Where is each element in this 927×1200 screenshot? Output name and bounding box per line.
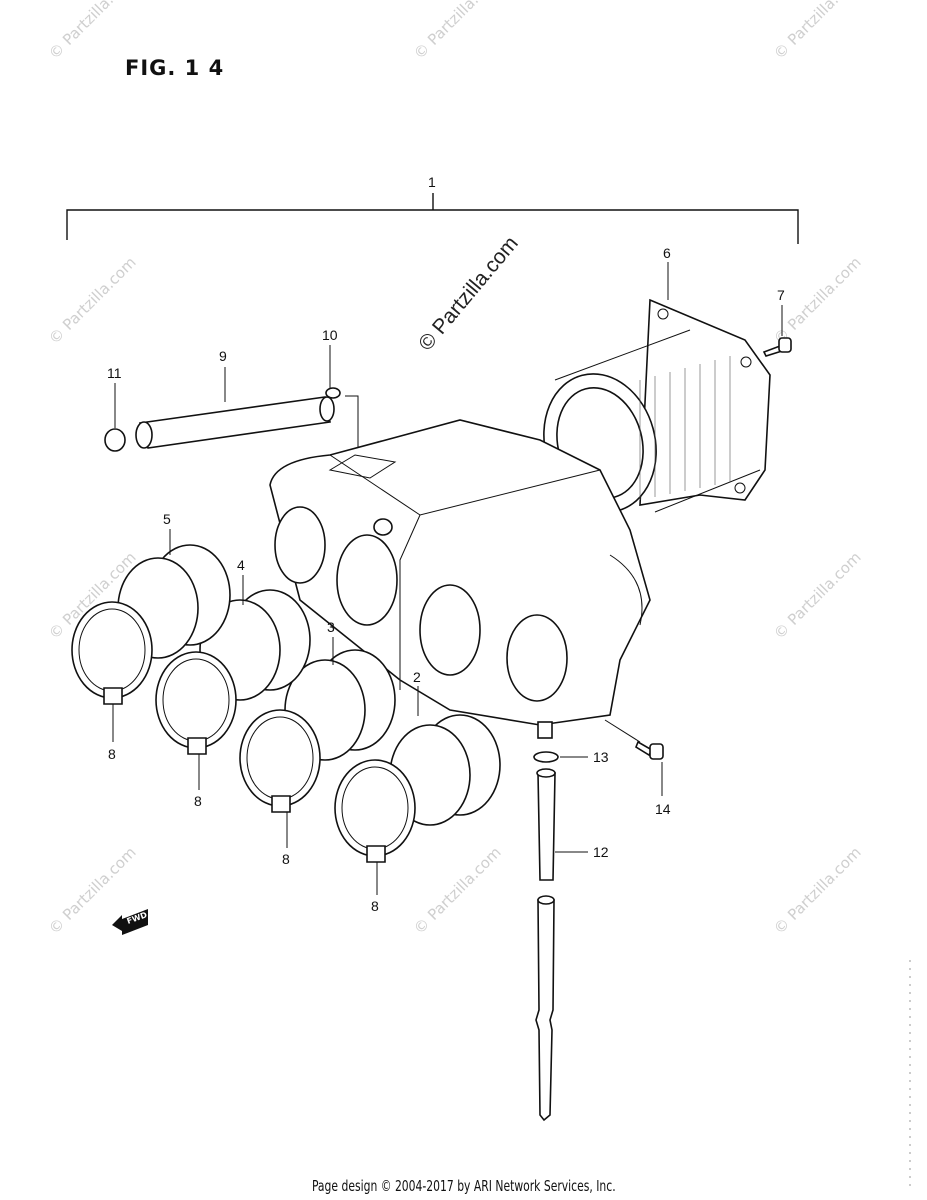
callout-4: 4 — [237, 557, 245, 573]
watermark-main: © Partzilla.com — [414, 232, 523, 355]
callout-8: 8 — [194, 793, 202, 809]
drain-tube-12: 12 — [535, 768, 609, 1122]
clamp-8: 8 — [155, 651, 237, 809]
watermark: © Partzilla.com — [45, 0, 140, 63]
callout-7: 7 — [777, 287, 785, 303]
breather-hose: 9 — [135, 348, 335, 449]
callout-3: 3 — [327, 619, 335, 635]
figure-title: FIG. 1 4 — [125, 56, 225, 80]
callout-13: 13 — [593, 749, 609, 765]
drain-clamp-13: 13 — [533, 749, 609, 765]
watermark: © Partzilla.com — [410, 843, 505, 938]
callout-14: 14 — [655, 801, 671, 817]
callout-10: 10 — [322, 327, 338, 343]
watermark: © Partzilla.com — [410, 0, 505, 63]
callout-9: 9 — [219, 348, 227, 364]
watermark: © Partzilla.com — [770, 843, 865, 938]
assembly-bracket: 1 — [66, 174, 799, 244]
callout-8: 8 — [282, 851, 290, 867]
forward-arrow-icon: FWD — [112, 909, 149, 935]
hose-clamp-11: 11 — [104, 365, 126, 452]
watermark: © Partzilla.com — [45, 253, 140, 348]
callout-12: 12 — [593, 844, 609, 860]
air-cleaner-case — [269, 419, 651, 739]
watermark: © Partzilla.com — [770, 0, 865, 63]
screw-7: 7 — [762, 287, 792, 357]
callout-8: 8 — [371, 898, 379, 914]
callout-2: 2 — [413, 669, 421, 685]
clamp-8: 8 — [334, 759, 416, 914]
screw-14: 14 — [604, 719, 671, 817]
callout-6: 6 — [663, 245, 671, 261]
clamp-8: 8 — [239, 709, 321, 867]
watermark: © Partzilla.com — [770, 548, 865, 643]
callout-8: 8 — [108, 746, 116, 762]
callout-11: 11 — [107, 365, 122, 381]
clamp-8: 8 — [71, 601, 153, 762]
page-footer: Page design © 2004-2017 by ARI Network S… — [311, 1177, 616, 1195]
callout-5: 5 — [163, 511, 171, 527]
callout-1: 1 — [428, 174, 436, 190]
